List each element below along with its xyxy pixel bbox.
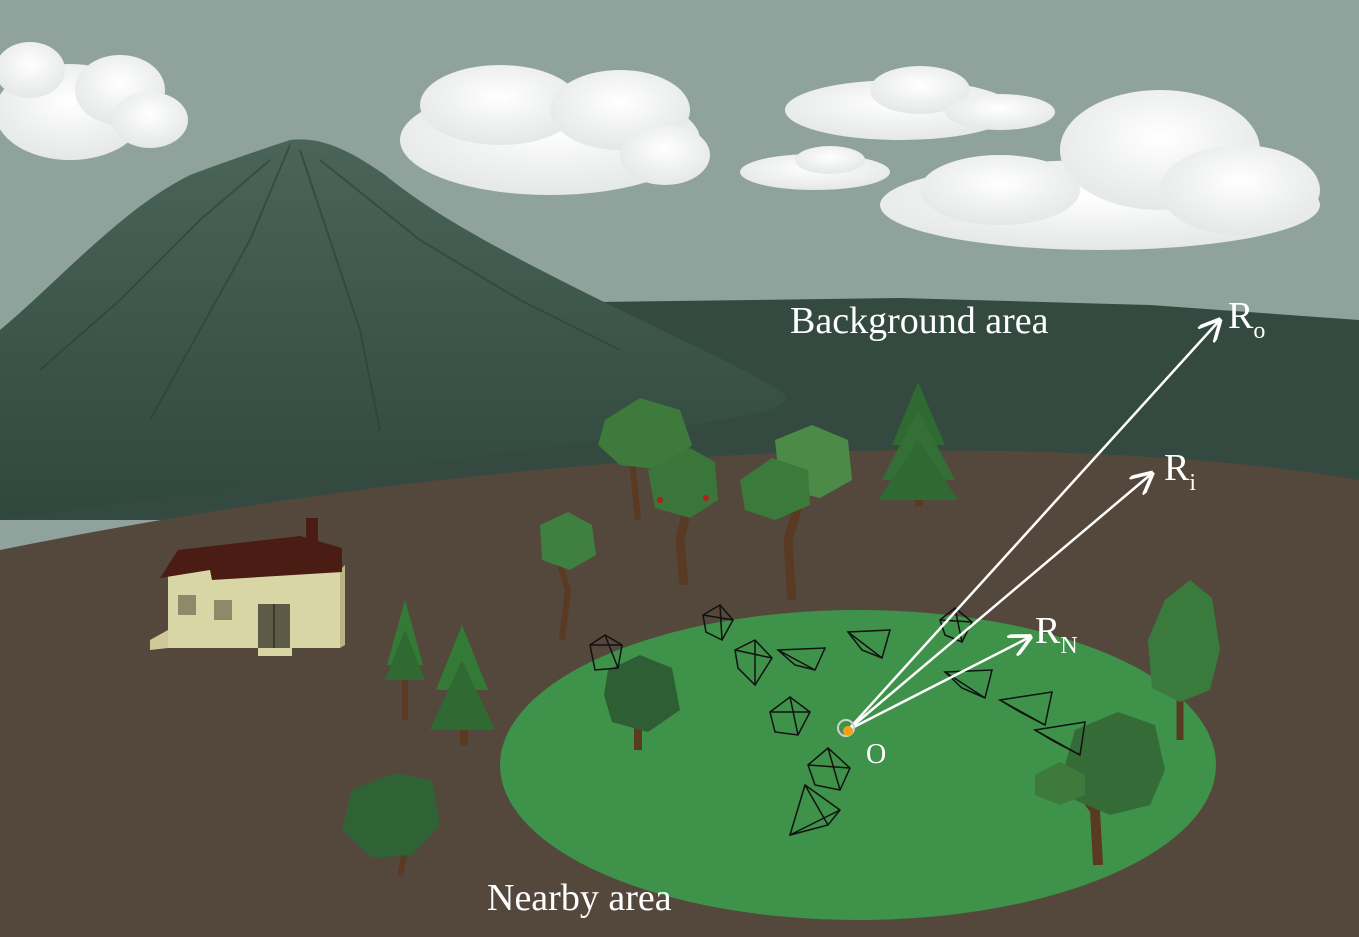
camera-frustum-icon xyxy=(734,639,773,687)
tree-icon xyxy=(540,512,596,641)
cloud-icon xyxy=(785,66,1055,140)
tree-icon xyxy=(1148,580,1220,740)
mountain-ridges xyxy=(39,144,621,431)
cloud-icon xyxy=(400,65,710,195)
camera-frustum-icon xyxy=(846,629,892,660)
cloud-icon xyxy=(0,42,188,160)
camera-frustum-icon xyxy=(702,604,734,641)
pine-tree-icon xyxy=(385,600,425,720)
pine-tree-icon xyxy=(430,625,495,745)
radius-label-inner: Ri xyxy=(1164,447,1196,496)
camera-frustum-icon xyxy=(769,696,811,736)
origin-ring xyxy=(837,719,855,737)
house-icon xyxy=(150,518,345,656)
origin-dot xyxy=(843,726,853,736)
arrow-r-inner xyxy=(847,475,1150,731)
camera-frustum-icon xyxy=(1032,721,1086,757)
nearby-area-disk xyxy=(500,610,1216,920)
origin-label: O xyxy=(866,739,886,770)
tree-icon xyxy=(598,398,692,521)
tree-icon xyxy=(604,655,680,750)
radius-label-nearby: RN xyxy=(1035,610,1078,659)
tree-icon xyxy=(740,425,852,601)
camera-frustum-icon xyxy=(589,634,623,671)
arrow-r-nearby xyxy=(847,638,1028,732)
radius-arrows xyxy=(847,322,1218,732)
mountain-icon xyxy=(0,139,786,520)
pine-tree-icon xyxy=(878,382,958,507)
radius-label-outer: Ro xyxy=(1228,295,1265,344)
cloud-icon xyxy=(740,146,890,190)
tree-icon xyxy=(1035,712,1165,866)
tree-icon xyxy=(342,773,440,876)
cloud-icon xyxy=(880,90,1320,250)
camera-frustum-icon xyxy=(807,747,851,791)
camera-frustum-icon xyxy=(776,647,827,671)
arrow-r-outer xyxy=(847,322,1218,731)
tree-icon xyxy=(648,448,718,586)
camera-frustum-icon xyxy=(997,691,1053,727)
background-area-label: Background area xyxy=(790,300,1049,342)
nearby-area-label: Nearby area xyxy=(487,877,672,919)
camera-frustum-icon xyxy=(788,783,842,837)
